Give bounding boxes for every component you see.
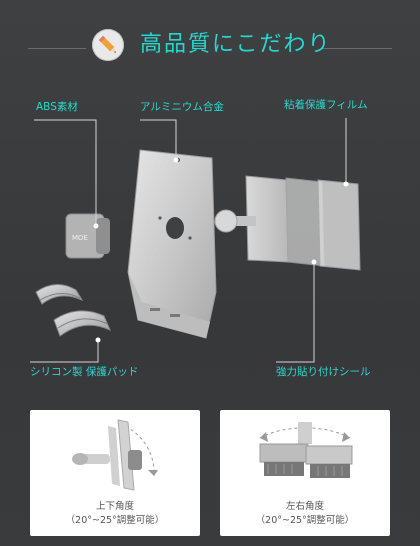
leader-dot-sticker <box>311 259 317 265</box>
exploded-product-diagram: MOE <box>30 118 361 363</box>
silicone-pad-top <box>35 284 84 305</box>
label-pad: シリコン製 保護パッド <box>30 366 139 378</box>
abs-clip-part: MOE <box>65 213 110 259</box>
label-abs: ABS素材 <box>36 101 78 113</box>
leader-dot-aluminum <box>173 157 179 163</box>
vertical-angle-illustration <box>72 419 158 491</box>
card-horizontal-title: 左右角度 <box>285 501 324 512</box>
card-vertical-title: 上下角度 <box>95 501 134 512</box>
leader-dot-film <box>343 181 349 187</box>
ball-mount-part <box>214 175 289 263</box>
aluminum-plate-part <box>127 149 217 339</box>
page-title: 高品質にこだわり <box>140 32 332 57</box>
card-horizontal-angle: 左右角度 （20°~25°調整可能） <box>220 410 390 536</box>
horizontal-angle-illustration <box>259 422 353 478</box>
silicone-pad-bottom <box>53 310 111 337</box>
card-vertical-range: （20°~25°調整可能） <box>65 515 165 526</box>
label-film: 粘着保護フィルム <box>284 99 368 111</box>
leader-dot-pad <box>95 337 101 343</box>
protective-film-2 <box>317 179 361 271</box>
label-aluminum: アルミニウム合金 <box>140 101 224 113</box>
header-divider-right <box>322 48 392 49</box>
leader-dot-abs <box>93 223 99 229</box>
header-divider-left <box>28 48 86 49</box>
label-sticker: 強力貼り付けシール <box>276 366 371 378</box>
svg-text:MOE: MOE <box>72 234 88 242</box>
leader-lines <box>30 118 347 363</box>
card-vertical-angle: 上下角度 （20°~25°調整可能） <box>30 410 200 536</box>
card-horizontal-range: （20°~25°調整可能） <box>255 515 355 526</box>
pencil-icon <box>92 29 124 61</box>
